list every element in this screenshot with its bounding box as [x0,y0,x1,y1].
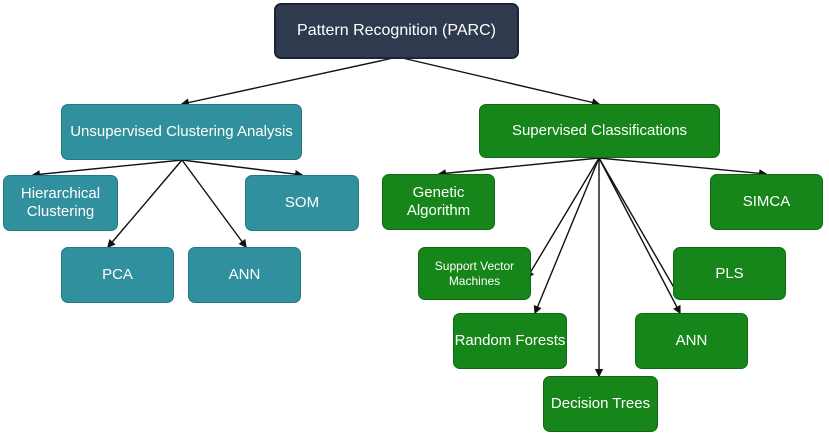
node-ann-supervised: ANN [635,313,748,369]
node-decision-trees: Decision Trees [543,376,658,432]
edge-supervised-ann [598,157,681,315]
node-pca: PCA [61,247,174,303]
edge-unsupervised-ann [181,159,247,249]
edge-root-unsupervised [180,56,399,107]
node-hierarchical-clustering: Hierarchical Clustering [3,175,118,231]
edge-root-supervised [397,56,601,107]
edge-supervised-genetic [437,157,600,178]
edge-unsupervised-pca [107,159,183,249]
node-genetic-algorithm: Genetic Algorithm [382,174,495,230]
edge-supervised-pls [598,157,681,300]
edge-unsupervised-hierarchical [31,159,183,179]
node-pattern-recognition: Pattern Recognition (PARC) [274,3,519,59]
node-random-forests: Random Forests [453,313,567,369]
node-pls: PLS [673,247,786,300]
edge-supervised-svm [526,157,600,280]
node-unsupervised-clustering: Unsupervised Clustering Analysis [61,104,302,160]
edge-unsupervised-som [181,159,304,179]
node-supervised-classifications: Supervised Classifications [479,104,720,158]
edge-supervised-random-forests [533,157,600,315]
node-simca: SIMCA [710,174,823,230]
node-som: SOM [245,175,359,231]
node-ann-unsupervised: ANN [188,247,301,303]
node-support-vector-machines: Support Vector Machines [418,247,531,300]
edge-supervised-simca [598,157,768,178]
